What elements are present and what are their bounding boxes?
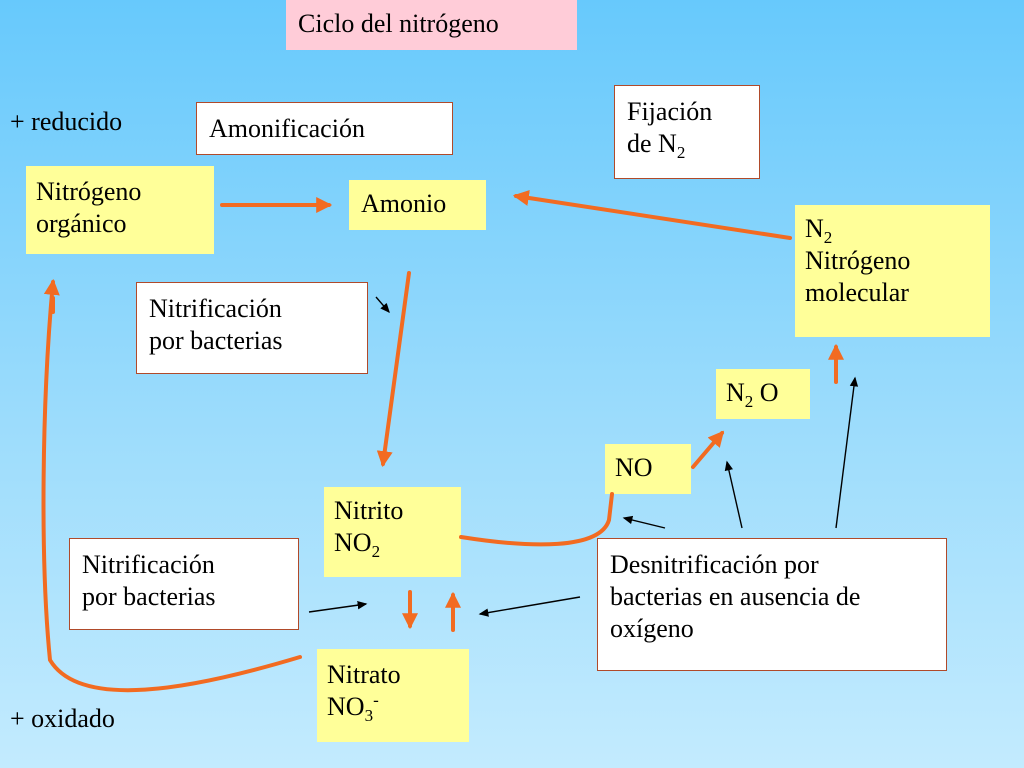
fijacion-line1: Fijación [627,97,713,126]
arrow-no-to-n2o [691,430,725,469]
nitrificacion-bottom-line2: por bacterias [82,582,216,611]
page-title: Ciclo del nitrógeno [286,0,577,50]
black-arrow-desnit-to-nitrato [478,596,581,617]
arrow-amonio-to-nitrito [376,271,411,468]
page-title-text: Ciclo del nitrógeno [298,9,499,38]
n2-line2: Nitrógeno [805,246,911,275]
nitrogeno-organico-box: Nitrógeno orgánico [26,166,214,254]
fijacion-sub: 2 [676,143,686,163]
nitrito-formula: NO2 [334,527,451,562]
n2o-suffix: O [753,378,779,407]
n2o-sub: 2 [744,392,754,412]
nitrato-formula: NO3- [327,690,459,726]
nitrificacion-top-box: Nitrificación por bacterias [136,282,368,374]
amonificacion-label: Amonificación [209,114,365,143]
nitrificacion-top-line2: por bacterias [149,326,283,355]
nitrito-formula-base: NO [334,528,372,557]
nitrito-line1: Nitrito [334,496,404,525]
n2o-box: N2 O [716,369,810,419]
amonio-box: Amonio [349,180,486,230]
no-box: NO [605,444,691,494]
fijacion-prefix: de N [627,129,677,158]
black-arrow-desnit-to-n2o [724,460,743,529]
n2-molecular-box: N2 Nitrógeno molecular [795,205,990,337]
fijacion-box: Fijación de N2 [614,85,760,179]
nitrato-formula-sup: - [373,690,379,710]
black-arrow-desnit-to-no [622,515,666,529]
no-label: NO [615,453,653,482]
desnitrificacion-line2: bacterias en ausencia de [610,582,861,611]
amonio-label: Amonio [361,189,447,218]
arrow-nitrito-to-no [459,492,614,547]
nitrificacion-bottom-box: Nitrificación por bacterias [69,538,299,630]
n2o-prefix: N [726,378,745,407]
nitrato-box: Nitrato NO3- [317,649,469,742]
nitrato-line1: Nitrato [327,660,401,689]
nitrificacion-top-line1: Nitrificación [149,294,282,323]
arrow-nitrato-to-organico [41,278,302,693]
nitrogeno-organico-line1: Nitrógeno [36,177,142,206]
nitrato-formula-sub: 3 [364,706,374,726]
n2-formula-base: N [805,214,824,243]
black-arrow-nitrificacion-bottom [308,601,368,613]
nitrito-box: Nitrito NO2 [324,487,461,577]
n2-line3: molecular [805,278,909,307]
desnitrificacion-line3: oxígeno [610,614,694,643]
black-arrow-desnit-to-n2 [835,376,859,529]
label-oxidado: + oxidado [10,704,115,733]
black-arrow-nitrificacion-top [375,296,390,314]
nitrificacion-bottom-line1: Nitrificación [82,550,215,579]
amonificacion-box: Amonificación [196,102,453,155]
nitrato-formula-base: NO [327,692,365,721]
nitrito-formula-sub: 2 [371,542,381,562]
n2-formula-sub: 2 [823,228,833,248]
desnitrificacion-box: Desnitrificación por bacterias en ausenc… [597,538,947,671]
desnitrificacion-line1: Desnitrificación por [610,550,819,579]
n2-formula: N2 [805,213,980,248]
label-reducido: + reducido [10,107,123,136]
arrow-n2-to-amonio [512,190,792,240]
fijacion-line2: de N2 [627,128,747,163]
nitrogeno-organico-line2: orgánico [36,209,127,238]
